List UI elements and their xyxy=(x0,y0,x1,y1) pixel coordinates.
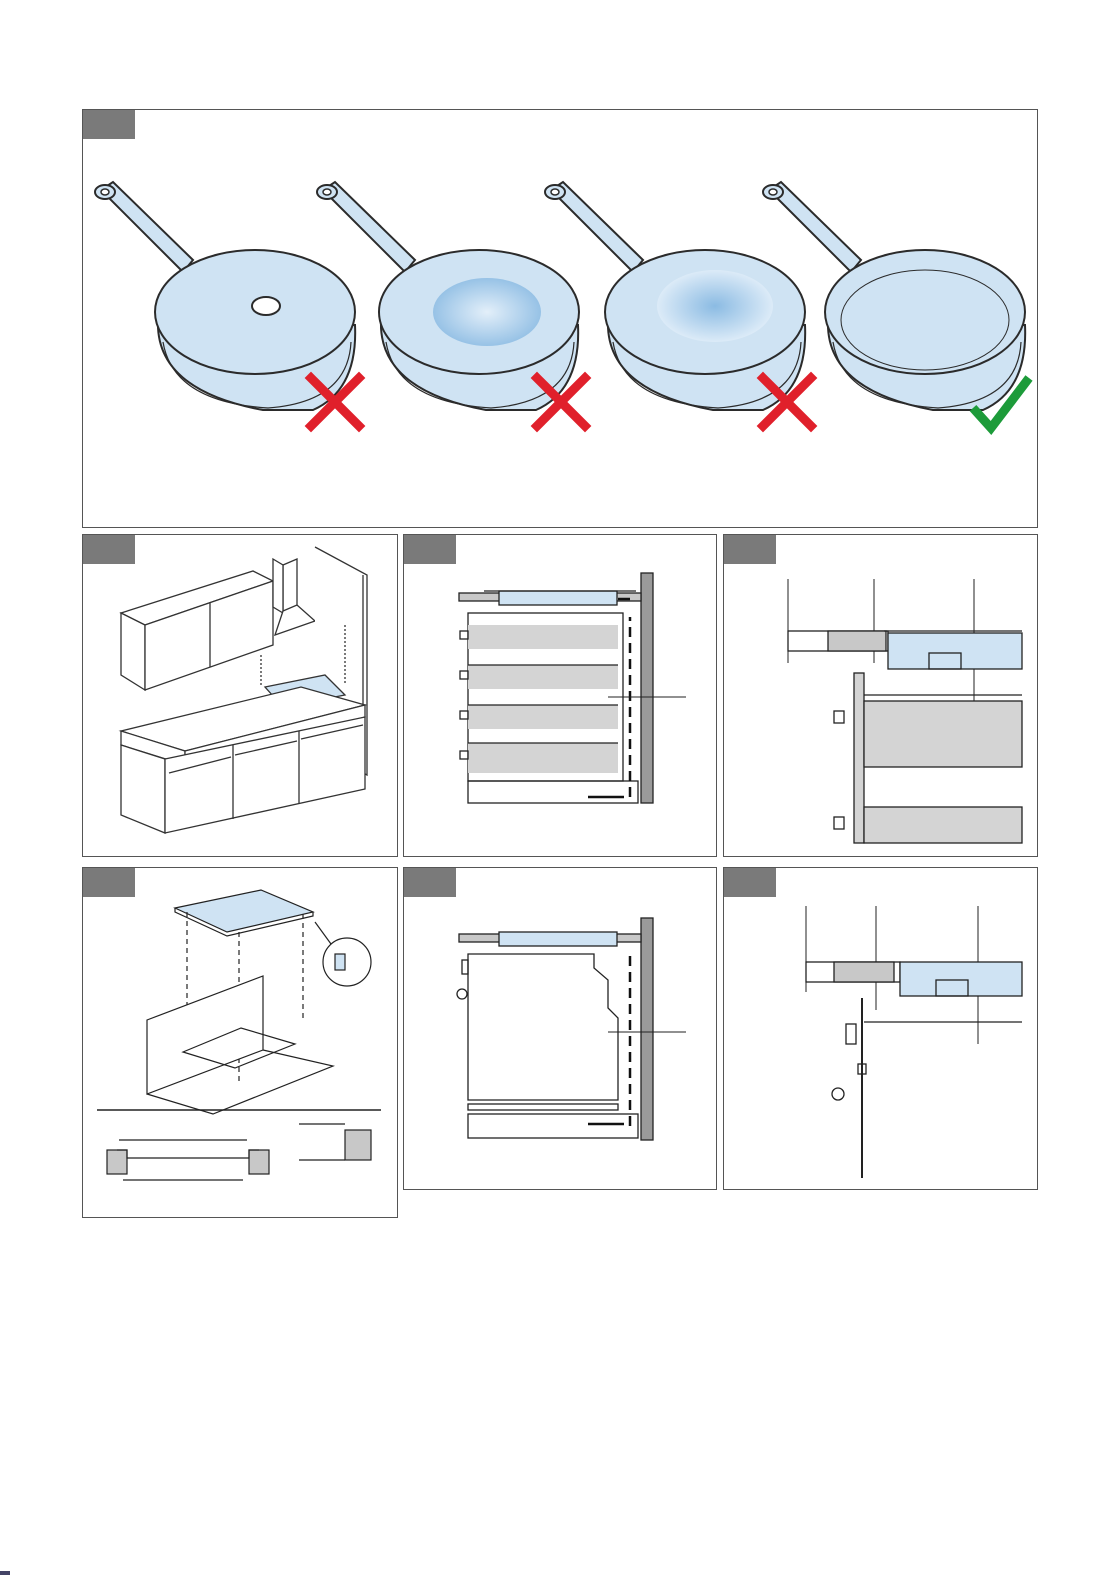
cutout-section-icon xyxy=(107,1124,371,1180)
worktop-section-icon xyxy=(806,962,900,982)
panel-worktop-detail-oven xyxy=(723,867,1038,1190)
pan-with-hole-icon xyxy=(95,182,355,410)
wall-cabinets-icon xyxy=(121,571,273,690)
figure-number-tab xyxy=(83,110,135,139)
hob-section-icon xyxy=(884,631,1022,669)
ventilation-drawers-illustration xyxy=(404,535,715,855)
worktop-cutout-icon xyxy=(147,976,333,1114)
panel-cutout-dimensions xyxy=(82,867,398,1218)
drawer-fronts-icon xyxy=(834,673,1022,843)
hob-top-icon xyxy=(175,890,313,936)
figure-number-tab xyxy=(404,868,456,897)
cutout-illustration xyxy=(83,868,396,1216)
worktop-detail-drawers-illustration xyxy=(724,535,1036,855)
panel-worktop-detail-drawers xyxy=(723,534,1038,857)
base-cabinets-icon xyxy=(121,687,365,833)
oven-unit-icon xyxy=(457,954,638,1138)
panel-pan-suitability xyxy=(82,109,1038,528)
panel-kitchen-overview xyxy=(82,534,398,857)
drawer-unit-icon xyxy=(460,613,638,803)
ventilation-oven-illustration xyxy=(404,868,715,1188)
figure-number-tab xyxy=(83,535,135,564)
panel-ventilation-oven xyxy=(403,867,717,1190)
figure-number-tab xyxy=(83,868,135,897)
kitchen-illustration xyxy=(83,535,396,855)
edge-detail-magnifier-icon xyxy=(315,922,371,986)
extractor-hood-icon xyxy=(273,559,315,635)
figure-number-tab xyxy=(404,535,456,564)
oven-front-icon xyxy=(832,998,1022,1178)
panel-ventilation-drawers xyxy=(403,534,717,857)
page-corner-mark xyxy=(0,1571,10,1575)
hob-side-view-icon xyxy=(484,591,636,605)
hob-section-icon xyxy=(900,962,1022,996)
figure-number-tab xyxy=(724,868,776,897)
worktop-section-icon xyxy=(788,631,888,651)
worktop-detail-oven-illustration xyxy=(724,868,1036,1188)
hob-side-view-icon xyxy=(499,932,617,946)
figure-number-tab xyxy=(724,535,776,564)
pans-illustration xyxy=(83,110,1036,526)
